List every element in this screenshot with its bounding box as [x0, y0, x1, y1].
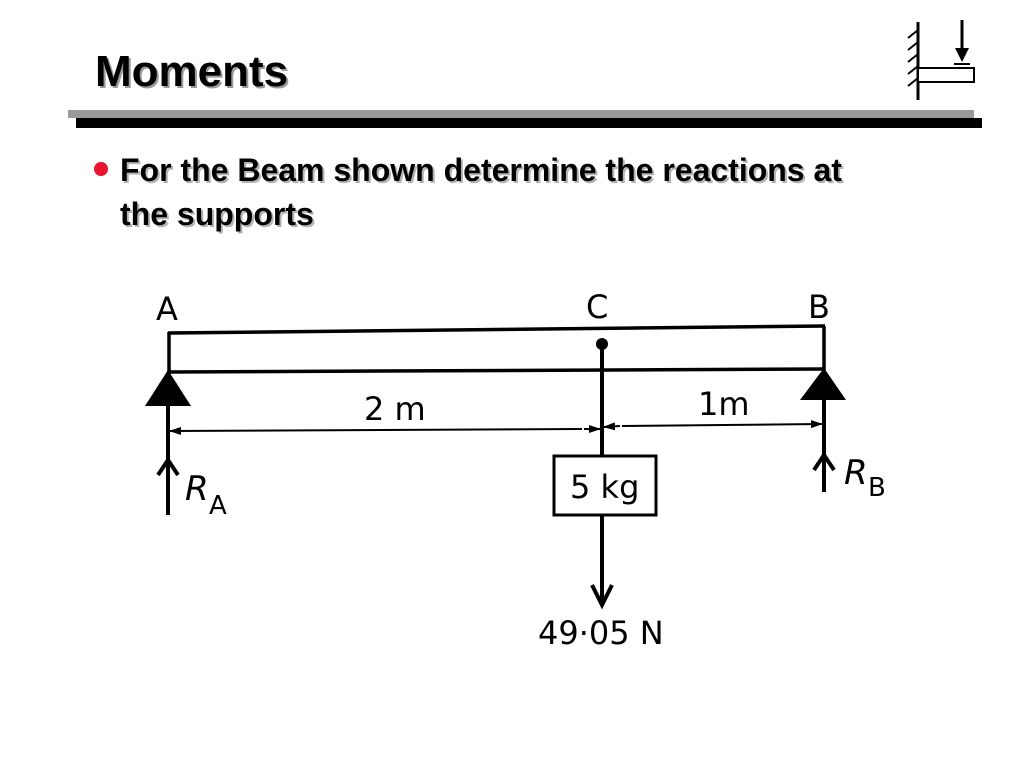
label-point-c: C [586, 288, 608, 326]
reaction-a-arrow [156, 406, 180, 515]
label-dim-ac: 2 m [364, 390, 426, 428]
slide-title: Moments [95, 47, 289, 96]
label-mass: 5 kg [570, 468, 639, 506]
bullet-dot-icon [94, 162, 108, 176]
mass-box [552, 454, 658, 517]
label-reaction-a: R A [185, 469, 227, 521]
support-b [800, 368, 846, 400]
svg-text:B: B [868, 473, 886, 503]
title-rule [76, 118, 982, 128]
label-force: 49·05 N [538, 614, 664, 652]
beam [167, 324, 826, 374]
label-point-a: A [156, 290, 178, 328]
bullet-item: For the Beam shown determine the reactio… [94, 148, 854, 236]
dimension-ac [169, 425, 601, 435]
svg-text:R: R [185, 469, 209, 509]
beam-diagram: A C B 2 m 1m 5 kg 49·05 N R A R B [145, 288, 886, 652]
label-point-b: B [808, 288, 830, 326]
support-a [145, 370, 191, 406]
load-line [590, 338, 614, 610]
dimension-cb [603, 420, 823, 431]
label-dim-cb: 1m [698, 385, 750, 423]
label-reaction-b: R B [844, 453, 886, 503]
reaction-b-arrow [812, 400, 836, 492]
beam-logo-icon [907, 20, 975, 100]
svg-text:A: A [209, 491, 227, 521]
svg-text:R: R [844, 453, 868, 493]
bullet-text: For the Beam shown determine the reactio… [120, 152, 842, 232]
title-rule-shadow [68, 110, 974, 118]
